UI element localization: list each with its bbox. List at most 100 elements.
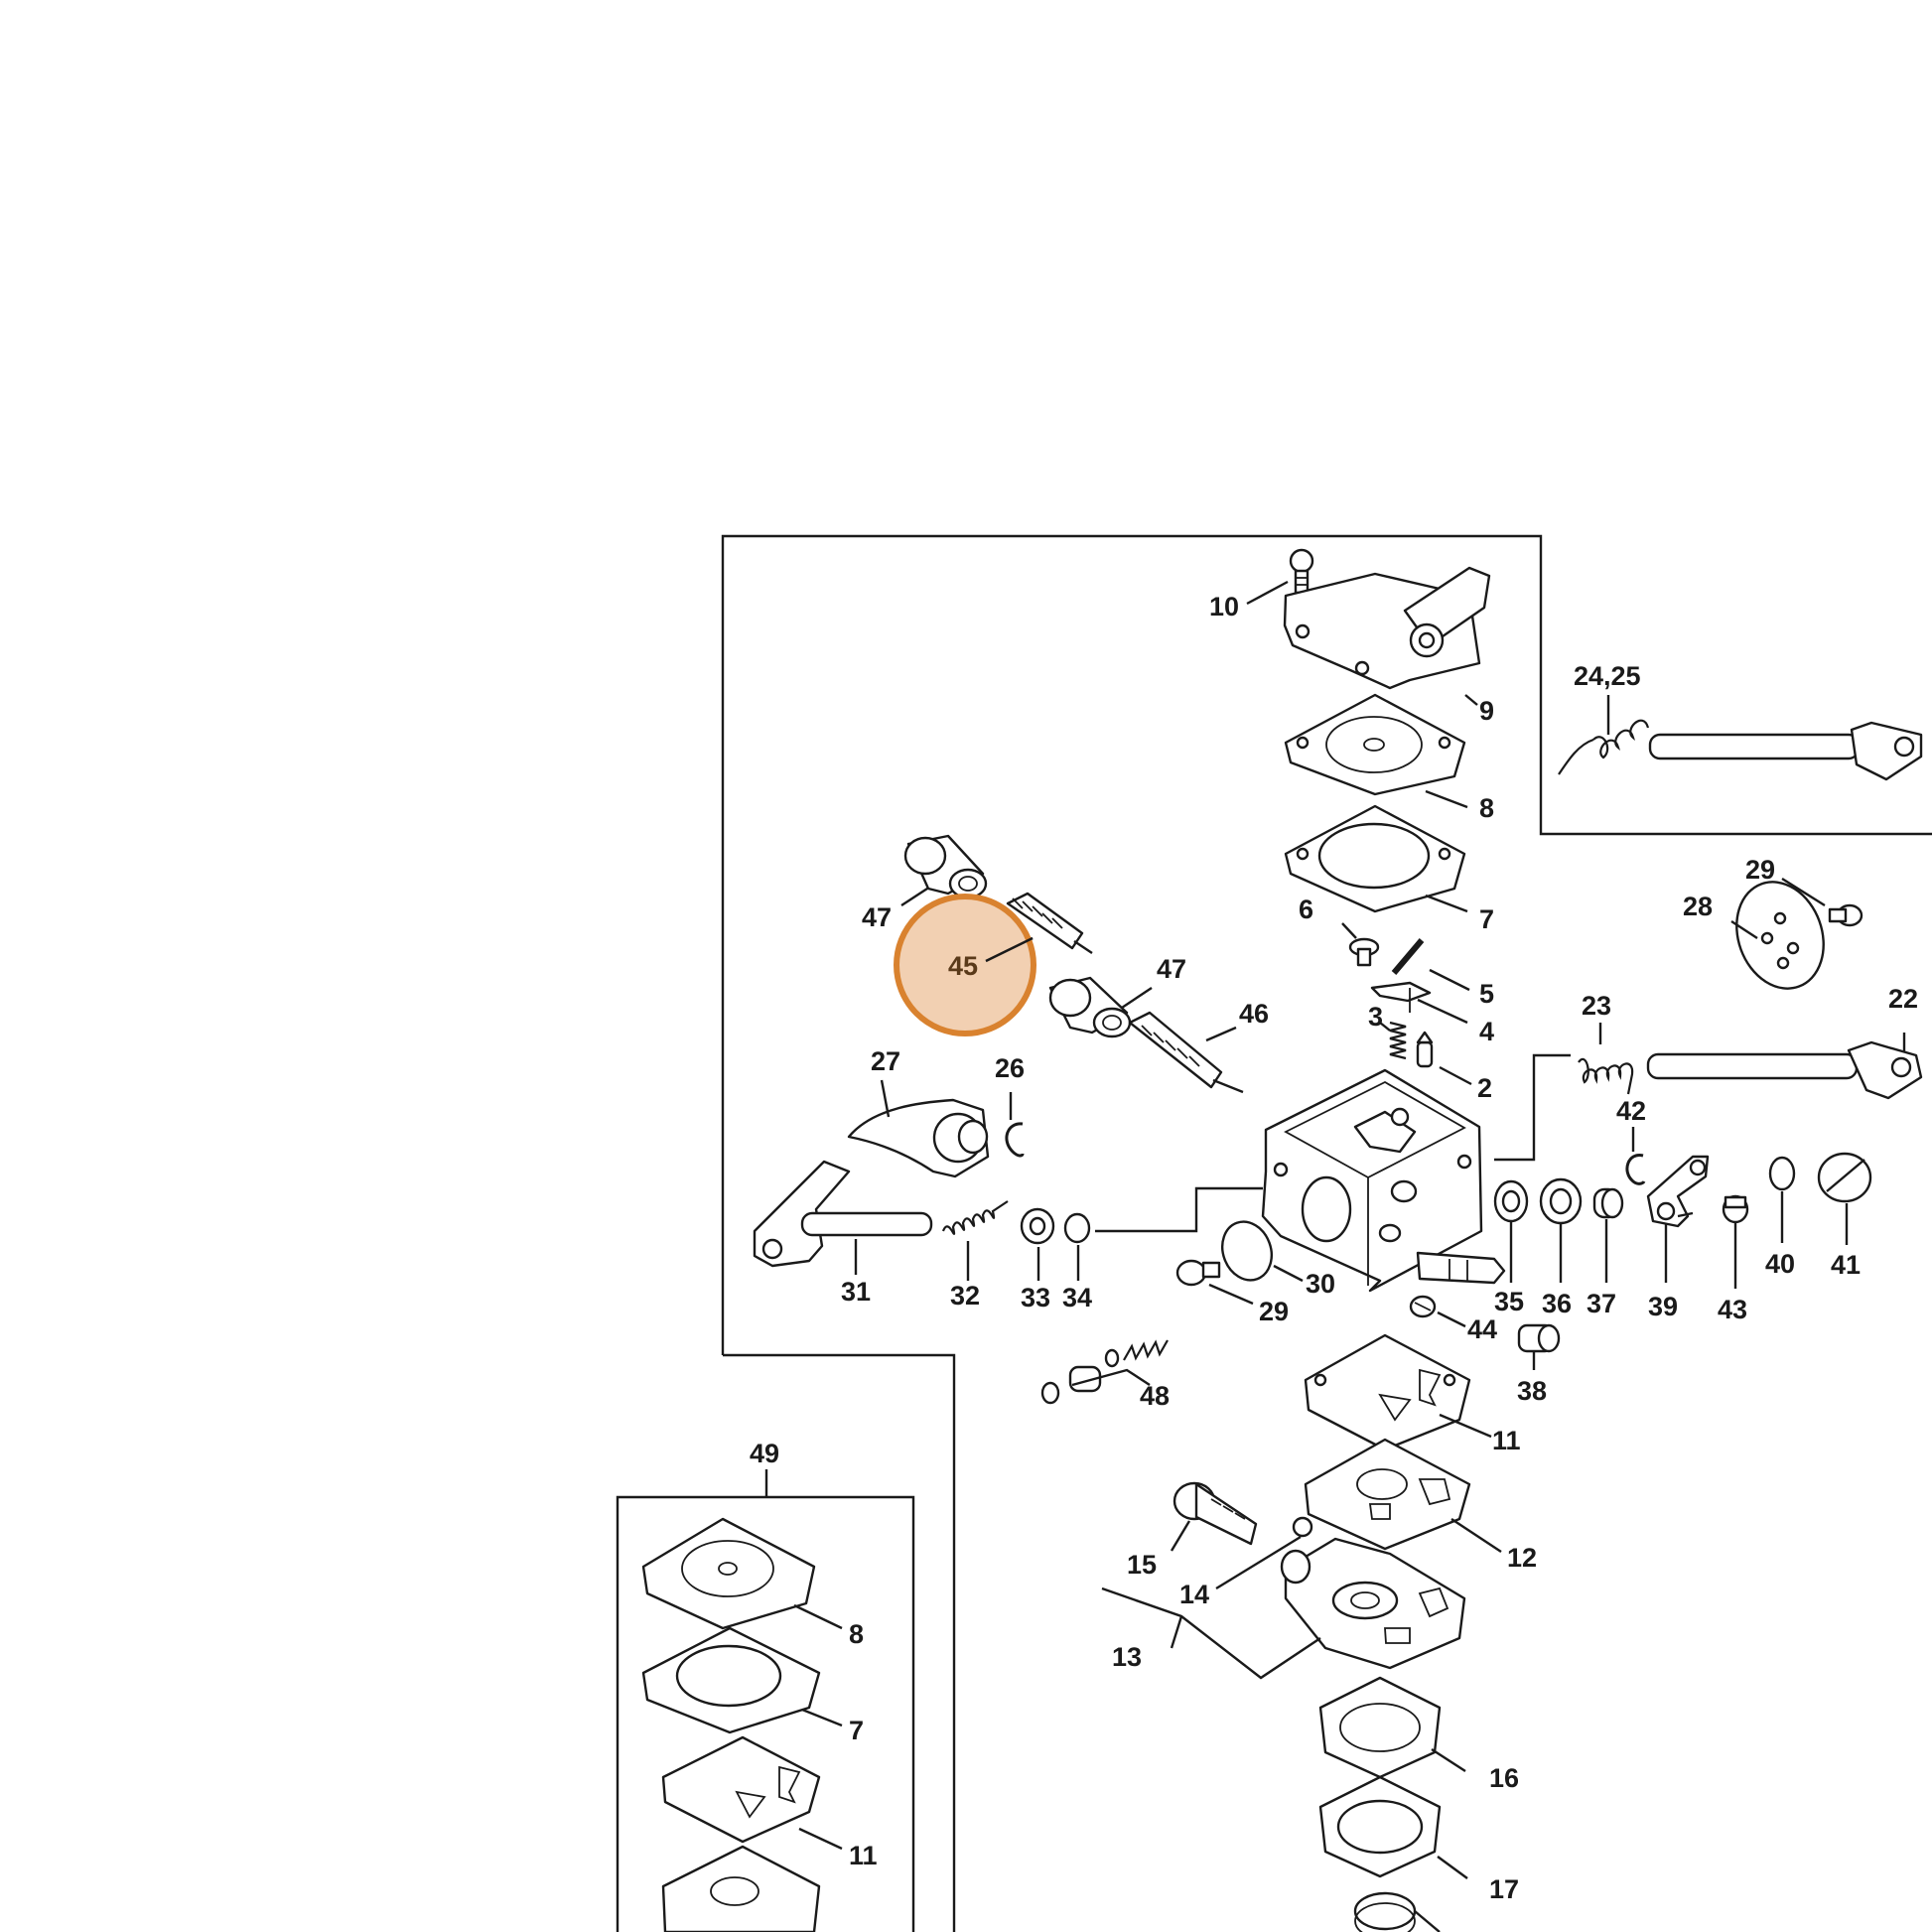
inlet-needle-part-15 — [1173, 1481, 1258, 1546]
limiter-cap-part-47-lower — [1048, 976, 1132, 1038]
label-part-10: 10 — [1209, 592, 1239, 621]
label-part-8: 8 — [1479, 793, 1494, 823]
label-part-36: 36 — [1542, 1289, 1572, 1318]
screw-part-6 — [1348, 937, 1380, 967]
label-part-44: 44 — [1467, 1314, 1497, 1344]
cover-part-18 — [1353, 1891, 1417, 1932]
label-part-26: 26 — [995, 1053, 1025, 1083]
label-part-34: 34 — [1062, 1283, 1092, 1312]
highlight-ring-45[interactable] — [894, 894, 1036, 1036]
screw-part-29-top — [1828, 903, 1863, 927]
spring-part-23 — [1578, 1058, 1634, 1095]
label-part-43: 43 — [1718, 1295, 1747, 1324]
label-part-39: 39 — [1648, 1292, 1678, 1321]
label-part-46: 46 — [1239, 999, 1269, 1029]
gasket-part-11 — [1304, 1333, 1471, 1451]
metering-body-part-13 — [1280, 1537, 1466, 1670]
label-part-31: 31 — [841, 1277, 871, 1307]
washer-part-33 — [1020, 1207, 1055, 1245]
main-frame — [721, 534, 1932, 1355]
label-part-37: 37 — [1587, 1289, 1616, 1318]
spring-part-3 — [1389, 1021, 1407, 1060]
gasket-part-17 — [1318, 1775, 1442, 1878]
choke-lever-part-27 — [847, 1098, 990, 1178]
adjusting-screw-part-45 — [1006, 892, 1093, 954]
bracket-part-13 — [1101, 1587, 1321, 1680]
lever-part-39 — [1646, 1155, 1710, 1228]
washer-part-40 — [1768, 1156, 1796, 1191]
label-part-38: 38 — [1517, 1376, 1547, 1406]
adjusting-screw-part-46 — [1128, 1011, 1244, 1094]
label-part-15: 15 — [1127, 1550, 1157, 1580]
ball-part-14 — [1292, 1516, 1313, 1538]
pump-cover-part-9 — [1283, 566, 1491, 690]
screen-part-44 — [1409, 1295, 1437, 1318]
label-part-29-lower: 29 — [1259, 1297, 1289, 1326]
label-part-29-top: 29 — [1745, 855, 1775, 885]
label-part-47-upper: 47 — [862, 902, 892, 932]
pin-part-5 — [1391, 938, 1425, 975]
throttle-disc-part-30 — [1221, 1220, 1273, 1282]
label-part-27: 27 — [871, 1046, 900, 1076]
screw-part-10 — [1289, 548, 1314, 595]
label-part-13: 13 — [1112, 1642, 1142, 1672]
label-part-41: 41 — [1831, 1250, 1861, 1280]
label-part-2: 2 — [1477, 1073, 1492, 1103]
clip-part-26 — [1005, 1122, 1025, 1158]
leader-45 — [985, 936, 1034, 963]
needle-part-2 — [1416, 1031, 1434, 1068]
gasket-part-7 — [1284, 804, 1466, 913]
label-part-7: 7 — [1479, 904, 1494, 934]
nut-part-43 — [1722, 1194, 1749, 1224]
label-part-45: 45 — [948, 951, 978, 981]
label-kit-part-8: 8 — [849, 1619, 864, 1649]
label-part-3: 3 — [1368, 1002, 1383, 1032]
label-kit-part-11: 11 — [849, 1841, 878, 1870]
washer-part-35 — [1493, 1179, 1529, 1223]
diaphragm-part-16 — [1318, 1676, 1442, 1779]
label-part-40: 40 — [1765, 1249, 1795, 1279]
kit-diaphragm-part-8 — [641, 1517, 816, 1630]
lead-body-to-34 — [1095, 1186, 1263, 1233]
label-part-23: 23 — [1582, 991, 1611, 1021]
inset-shaft-spring-24-25 — [1558, 719, 1923, 781]
label-part-12: 12 — [1507, 1543, 1537, 1573]
label-part-24-25: 24,25 — [1574, 661, 1641, 691]
label-part-35: 35 — [1494, 1287, 1524, 1316]
label-part-28: 28 — [1683, 892, 1713, 921]
main-frame-lower — [723, 1353, 956, 1932]
kit-plate-part-12 — [661, 1845, 821, 1932]
kit-gasket-part-7 — [641, 1626, 821, 1734]
label-part-48: 48 — [1140, 1381, 1170, 1411]
label-part-22: 22 — [1888, 984, 1918, 1014]
label-part-42: 42 — [1616, 1096, 1646, 1126]
clip-part-42 — [1625, 1154, 1646, 1185]
sleeve-part-38 — [1517, 1323, 1561, 1353]
limiter-cap-part-47-upper — [903, 834, 988, 899]
leader-lines — [764, 580, 1906, 1932]
pump-plate-part-12 — [1304, 1438, 1471, 1551]
choke-shaft-part-22 — [1646, 1040, 1923, 1100]
lead-body-to-23 — [1494, 1053, 1571, 1162]
plug-part-41 — [1817, 1152, 1872, 1203]
label-part-6: 6 — [1299, 895, 1313, 924]
carburetor-body — [1261, 1068, 1506, 1293]
label-part-47-lower: 47 — [1157, 954, 1186, 984]
kit-gasket-part-11 — [661, 1735, 821, 1844]
ring-part-34 — [1063, 1212, 1091, 1244]
label-part-16: 16 — [1489, 1763, 1519, 1793]
label-part-11: 11 — [1492, 1426, 1521, 1455]
throttle-shaft-part-31 — [753, 1160, 933, 1268]
label-part-32: 32 — [950, 1281, 980, 1311]
label-part-33: 33 — [1021, 1283, 1050, 1312]
sleeve-part-37 — [1592, 1187, 1624, 1219]
screw-part-29-lower — [1175, 1259, 1221, 1287]
label-part-17: 17 — [1489, 1874, 1519, 1904]
throttle-disc-part-28 — [1735, 881, 1825, 990]
spring-part-32 — [941, 1200, 1009, 1235]
label-part-49: 49 — [750, 1439, 779, 1468]
label-part-5: 5 — [1479, 979, 1494, 1009]
label-part-4: 4 — [1479, 1017, 1494, 1046]
diaphragm-part-8 — [1284, 693, 1466, 796]
